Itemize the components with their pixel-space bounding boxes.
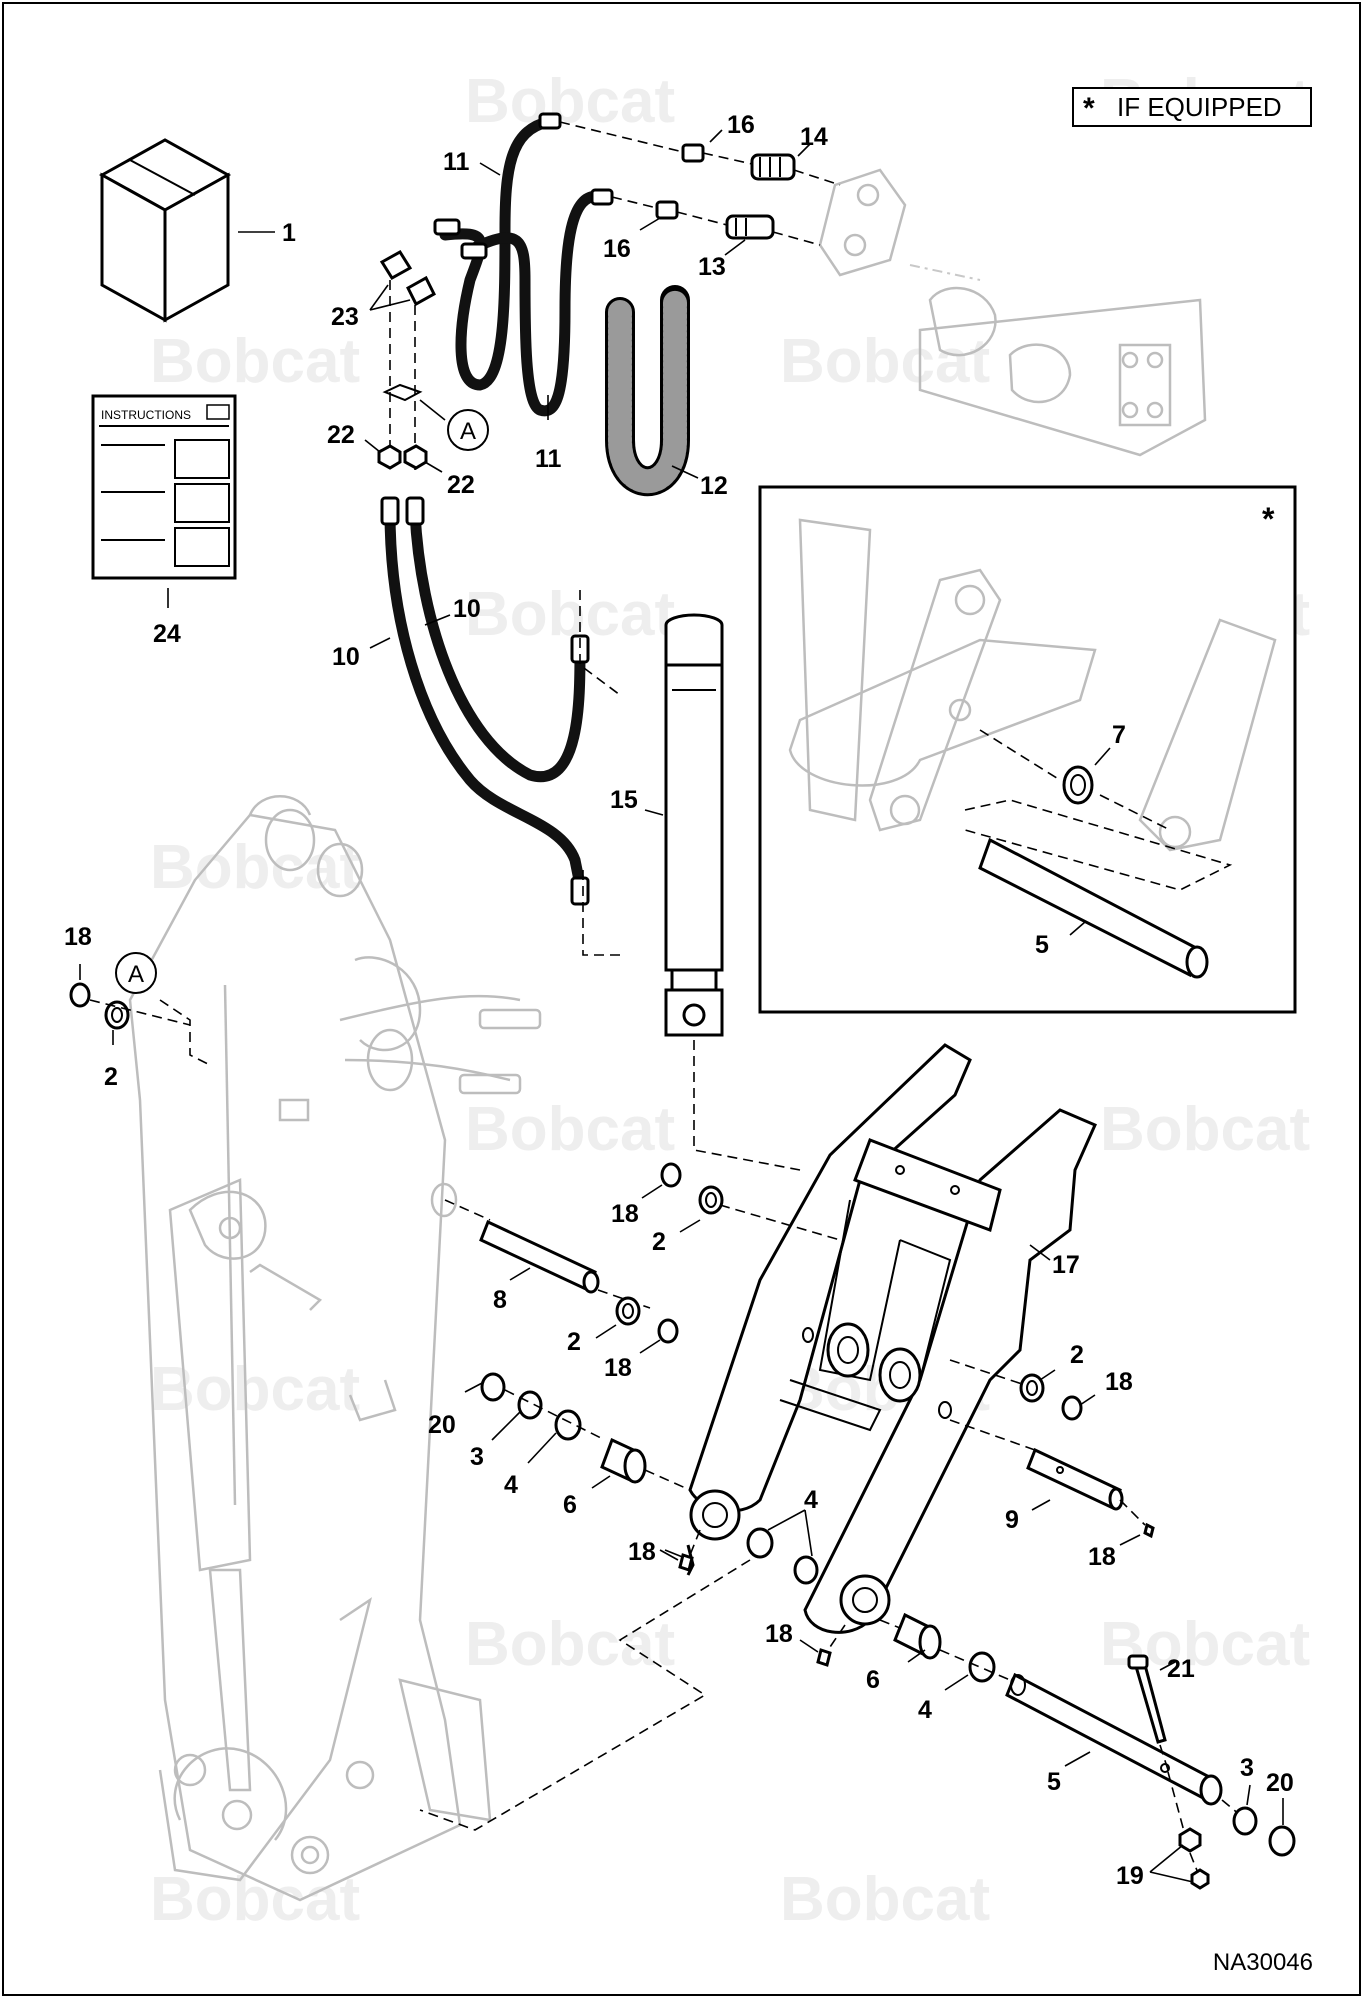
callout-14: 14 xyxy=(800,123,828,151)
diagram-label: Bobcat xyxy=(780,327,990,396)
diagram-label: Bobcat xyxy=(150,1865,360,1934)
callout-6a: 6 xyxy=(563,1491,577,1519)
pin-9-group xyxy=(949,1359,1155,1546)
coupler-fittings xyxy=(559,121,841,256)
callout-18d: 18 xyxy=(628,1538,656,1566)
callout-18f: 18 xyxy=(1088,1543,1116,1571)
hoses-11 xyxy=(433,112,614,420)
callout-2b: 2 xyxy=(567,1328,581,1356)
callout-18b: 18 xyxy=(611,1200,639,1228)
lower-pivot-hardware xyxy=(419,1559,1296,1890)
callout-18a: 18 xyxy=(64,923,92,951)
cylinder-15 xyxy=(579,590,801,1171)
diagram-label: Bobcat xyxy=(1100,1095,1310,1164)
callout-10b: 10 xyxy=(332,643,360,671)
callout-20b: 20 xyxy=(1266,1769,1294,1797)
callout-17: 17 xyxy=(1052,1251,1080,1279)
callout-11b: 11 xyxy=(535,445,562,473)
diagram-label: Bobcat xyxy=(150,327,360,396)
callout-4c: 4 xyxy=(918,1696,932,1724)
callout-1: 1 xyxy=(282,219,296,247)
grease-fittings xyxy=(659,1529,846,1667)
callout-21: 21 xyxy=(1167,1655,1195,1683)
callout-24: 24 xyxy=(153,620,181,648)
callout-10a: 10 xyxy=(453,595,481,623)
diagram-label: INSTRUCTIONS xyxy=(101,408,191,422)
callout-16b: 16 xyxy=(603,235,631,263)
hose-sleeve-12 xyxy=(605,285,699,497)
left-pivot-hardware xyxy=(464,1372,819,1585)
diagram-label: Bobcat xyxy=(465,1095,675,1164)
circle-ref-a-top: A xyxy=(460,418,476,445)
inset-if-equipped: * xyxy=(758,485,1297,1014)
callout-18e: 18 xyxy=(1105,1368,1133,1396)
callout-6b: 6 xyxy=(866,1666,880,1694)
callout-5a: 5 xyxy=(1035,931,1049,959)
callout-4b: 4 xyxy=(804,1486,818,1514)
callout-2a: 2 xyxy=(104,1063,118,1091)
callout-11a: 11 xyxy=(443,148,470,176)
callout-16a: 16 xyxy=(727,111,755,139)
callout-15: 15 xyxy=(610,786,638,814)
diagram-label: Bobcat xyxy=(465,580,675,649)
callout-23: 23 xyxy=(331,303,359,331)
callout-8: 8 xyxy=(493,1286,507,1314)
callout-2d: 2 xyxy=(1070,1341,1084,1369)
callout-12: 12 xyxy=(700,472,728,500)
callout-7: 7 xyxy=(1112,721,1126,749)
instructions-sheet: INSTRUCTIONS xyxy=(91,394,237,608)
callout-13: 13 xyxy=(698,253,726,281)
diagram-label: Bobcat xyxy=(465,67,675,136)
callout-5b: 5 xyxy=(1047,1768,1061,1796)
figure-id: NA30046 xyxy=(1213,1949,1313,1976)
diagram-label: Bobcat xyxy=(465,1610,675,1679)
pin-8-group xyxy=(444,1162,841,1354)
diagram-label: IF EQUIPPED xyxy=(1117,92,1282,122)
if-equipped-note: * IF EQUIPPED xyxy=(1072,87,1312,127)
ghost-boom xyxy=(128,795,542,1902)
callout-2c: 2 xyxy=(652,1228,666,1256)
callout-22a: 22 xyxy=(327,421,355,449)
callout-22b: 22 xyxy=(447,471,475,499)
parts-box xyxy=(98,138,275,323)
elbow-fittings-23 xyxy=(364,249,489,473)
callout-9: 9 xyxy=(1005,1506,1019,1534)
diagram-label: Bobcat xyxy=(780,1865,990,1934)
tilt-frame-17 xyxy=(688,1043,1097,1634)
circle-ref-a-bottom: A xyxy=(128,961,144,988)
callout-18c: 18 xyxy=(604,1354,632,1382)
diagram-label: Bobcat xyxy=(150,1355,360,1424)
callout-4a: 4 xyxy=(504,1471,518,1499)
hoses-10 xyxy=(369,496,590,906)
callout-3a: 3 xyxy=(470,1443,484,1471)
left-pin-hardware xyxy=(69,952,211,1066)
callout-19: 19 xyxy=(1116,1862,1144,1890)
diagram-label: * xyxy=(1083,92,1095,125)
callout-3b: 3 xyxy=(1240,1754,1254,1782)
ghost-valve-bracket xyxy=(818,168,1207,457)
callout-18g: 18 xyxy=(765,1620,793,1648)
diagram-label: * xyxy=(1262,501,1275,537)
callout-20a: 20 xyxy=(428,1411,456,1439)
